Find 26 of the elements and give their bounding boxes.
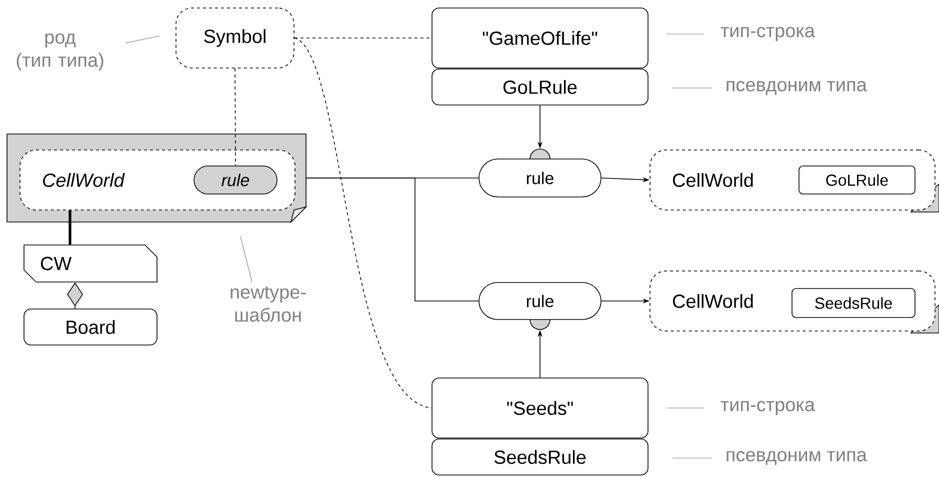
parameter-pill: rule bbox=[478, 148, 602, 198]
dashed-line bbox=[294, 38, 432, 408]
annotation-label: род (тип типа) bbox=[16, 33, 104, 71]
node-label: CellWorld bbox=[672, 173, 753, 187]
leader-line bbox=[125, 36, 160, 44]
annotation-label: тип-строка bbox=[720, 400, 815, 416]
annotation-label: псевдоним типа bbox=[726, 81, 867, 95]
tag-box: CW bbox=[24, 244, 158, 282]
annotation-label: тип-строка bbox=[720, 26, 815, 42]
connector-line bbox=[306, 178, 479, 302]
rounded-box: SeedsRule bbox=[792, 288, 916, 318]
dashed-box: Symbol bbox=[176, 8, 294, 68]
rounded-box: SeedsRule bbox=[432, 438, 648, 476]
rounded-box: GoLRule bbox=[432, 68, 648, 106]
leader-line bbox=[240, 236, 252, 282]
annotation-label: псевдоним типа bbox=[726, 451, 867, 465]
rounded-box: "Seeds" bbox=[432, 378, 648, 438]
annotation-label: newtype-шаблон bbox=[230, 286, 306, 322]
thick-line bbox=[68, 210, 72, 245]
dashed-line bbox=[234, 68, 236, 166]
rounded-box: Board bbox=[24, 308, 158, 346]
rounded-box: "GameOfLife" bbox=[432, 8, 648, 68]
parameter-pill: rule bbox=[194, 166, 278, 194]
parameter-pill: rule bbox=[478, 282, 602, 330]
node-label: CellWorld bbox=[672, 294, 753, 308]
rounded-box: GoLRule bbox=[798, 166, 916, 194]
